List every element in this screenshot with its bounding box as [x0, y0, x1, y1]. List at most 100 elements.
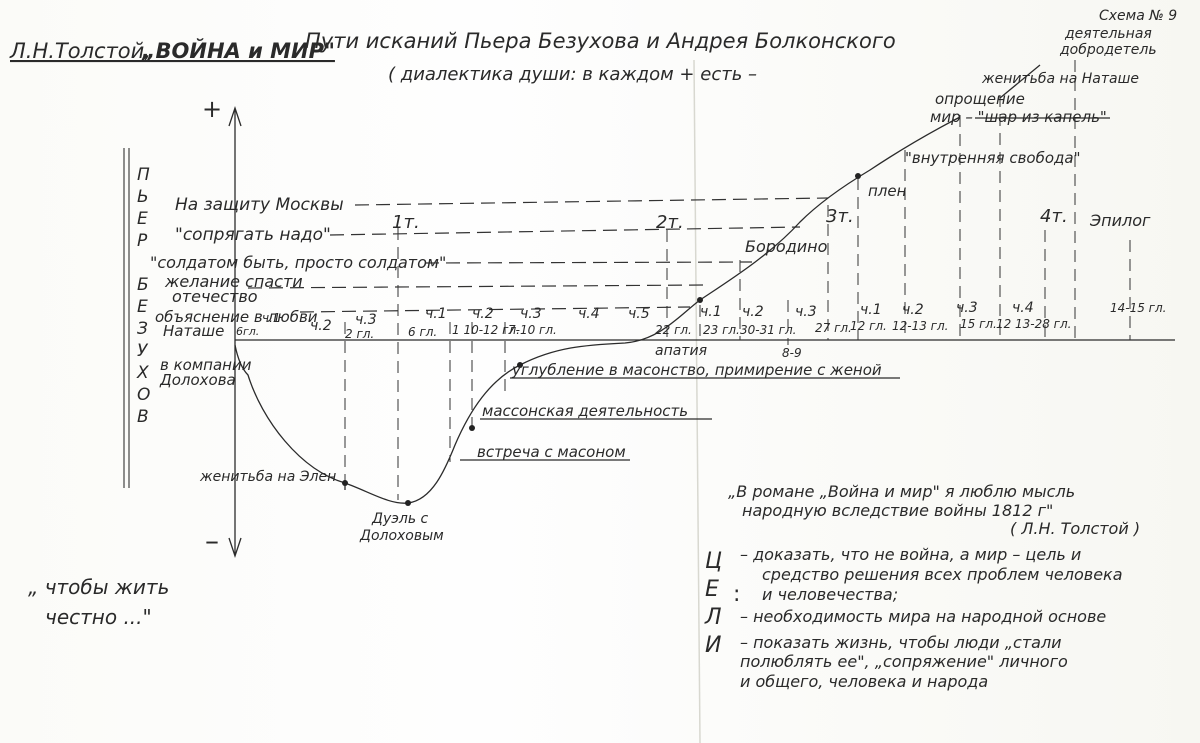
chapter-23gl: 23 гл.: [703, 323, 740, 337]
point-duel: [405, 500, 411, 506]
volume-4: 4т.: [1040, 206, 1068, 227]
level-line-love: [299, 306, 691, 313]
part-3c: ч.3: [795, 304, 817, 320]
work-title: „ВОЙНА и МИР": [141, 38, 335, 63]
goal-3-line-1: – показать жизнь, чтобы люди „стали: [740, 633, 1062, 652]
level-label-moscow: На защиту Москвы: [175, 195, 344, 215]
volume-2: 2т.: [656, 212, 684, 233]
chapter-12-13gl: 12-13 гл.: [892, 319, 948, 333]
event-dolokhov-company-1: в компании: [160, 356, 252, 374]
subtitle-dialectics: ( диалектика души: в каждом + есть –: [388, 64, 757, 85]
point-tom3-start: [697, 297, 703, 303]
motto-line-1: „ чтобы жить: [28, 575, 169, 599]
goals-letter: Е: [705, 577, 719, 602]
point-plen: [855, 173, 861, 179]
part-2d: ч.2: [902, 302, 924, 318]
part-3b: ч.3: [520, 306, 542, 322]
chapter-6gl: 6гл.: [236, 325, 259, 338]
part-1b: ч.1: [425, 306, 447, 322]
event-duel-2: Долоховым: [359, 528, 444, 544]
vertical-name-letter: Е: [137, 297, 148, 317]
point-meeting-mason: [469, 425, 475, 431]
event-captivity: плен: [868, 182, 907, 200]
vertical-name-letter: Ь: [137, 187, 149, 207]
volume-1: 1т.: [392, 212, 420, 233]
plus-sign: +: [202, 95, 222, 123]
level-label-soldier: "солдатом быть, просто солдатом": [150, 253, 446, 272]
goal-1-line-1: – доказать, что не война, а мир – цель и: [740, 545, 1081, 564]
minus-sign: –: [205, 524, 219, 557]
quote-author: ( Л.Н. Толстой ): [1010, 519, 1140, 538]
chapter-14-15gl: 14-15 гл.: [1110, 301, 1166, 315]
event-virtue-2: добродетель: [1059, 42, 1157, 58]
vertical-name-letter: Е: [137, 209, 148, 229]
level-label-sopryagat: "сопрягать надо": [175, 225, 331, 245]
part-4b: ч.4: [578, 306, 600, 322]
event-virtue-1: деятельная: [1064, 26, 1152, 42]
level-line-save-fatherland: [247, 284, 706, 289]
goal-1-line-3: и человечества;: [762, 585, 898, 604]
subtitle: Пути исканий Пьера Безухова и Андрея Бол…: [305, 29, 896, 53]
vertical-name-letter: У: [137, 341, 149, 361]
event-drops-globe: мир – "шар из капель": [930, 108, 1107, 126]
goal-3-line-3: и общего, человека и народа: [740, 672, 988, 691]
event-meeting-mason: встреча с масоном: [477, 443, 626, 461]
vertical-name-letter: В: [137, 407, 149, 427]
event-duel-1: Дуэль с: [371, 511, 429, 527]
chapter-12: 12: [996, 317, 1011, 331]
chapter-8-9: 8-9: [782, 346, 802, 360]
chapter-22gl: 22 гл.: [655, 323, 692, 337]
level-label-save-2: отечество: [172, 287, 258, 306]
part-2: ч.2: [310, 318, 332, 334]
chapter-2gl: 2 гл.: [345, 327, 374, 341]
level-line-soldier: [424, 261, 753, 264]
part-1c: ч.1: [700, 304, 722, 320]
epilogue-label: Эпилог: [1089, 211, 1151, 230]
goals-letter: Л: [704, 605, 722, 630]
quote-line-1: „В романе „Война и мир" я люблю мысль: [728, 482, 1075, 501]
goals-letter: Ц: [705, 549, 722, 574]
y-axis-arrow-up: [228, 105, 242, 127]
quote-line-2: народную вследствие войны 1812 г": [742, 501, 1053, 520]
chapter-6gl-b: 6 гл.: [408, 325, 437, 339]
vertical-name-letter: Б: [137, 275, 149, 295]
event-apathy: апатия: [655, 343, 707, 359]
leader-virtue: [999, 64, 1041, 99]
paper-fold: [693, 59, 701, 743]
y-axis-arrow-down: [228, 537, 242, 559]
point-deepening: [517, 362, 523, 368]
vertical-name-letter: Р: [137, 231, 148, 251]
chapter-27gl: 27 гл.: [815, 321, 852, 335]
part-4d: ч.4: [1012, 300, 1034, 316]
chapter-30-31gl: 30-31 гл.: [740, 323, 796, 337]
event-marriage-helen: женитьба на Элен: [199, 469, 336, 485]
chapter-10-12gl: 1 10-12 гл.: [452, 323, 520, 337]
motto-line-2: честно ...": [45, 605, 152, 629]
chapter-13-28gl: 13-28 гл.: [1015, 317, 1071, 331]
part-2c: ч.2: [742, 304, 764, 320]
chapter-12gl: 12 гл.: [850, 319, 887, 333]
vertical-name-letter: Х: [136, 363, 149, 383]
goals-colon: :: [733, 582, 740, 607]
part-3: ч.3: [355, 312, 377, 328]
pierre-path-curve: [234, 116, 961, 504]
chapter-7-10gl: 7-10 гл.: [508, 323, 557, 337]
event-marriage-natasha: женитьба на Наташе: [981, 71, 1139, 87]
vertical-name-letter: З: [137, 319, 148, 339]
level-label-love-1: объяснение в любви: [155, 308, 318, 326]
event-borodino: Бородино: [745, 237, 828, 256]
event-dolokhov-company-2: Долохова: [159, 371, 236, 389]
part-3d: ч.3: [956, 300, 978, 316]
author: Л.Н.Толстой,: [9, 39, 151, 63]
goals-letter: И: [705, 633, 721, 658]
level-label-love-2: Наташе: [163, 322, 224, 340]
vertical-name-letter: О: [137, 385, 150, 405]
level-line-sopryagat: [329, 226, 801, 236]
event-simplicity: опрощение: [935, 90, 1025, 108]
point-marriage-helen: [342, 480, 348, 486]
event-mason-activity: массонская деятельность: [482, 402, 688, 420]
